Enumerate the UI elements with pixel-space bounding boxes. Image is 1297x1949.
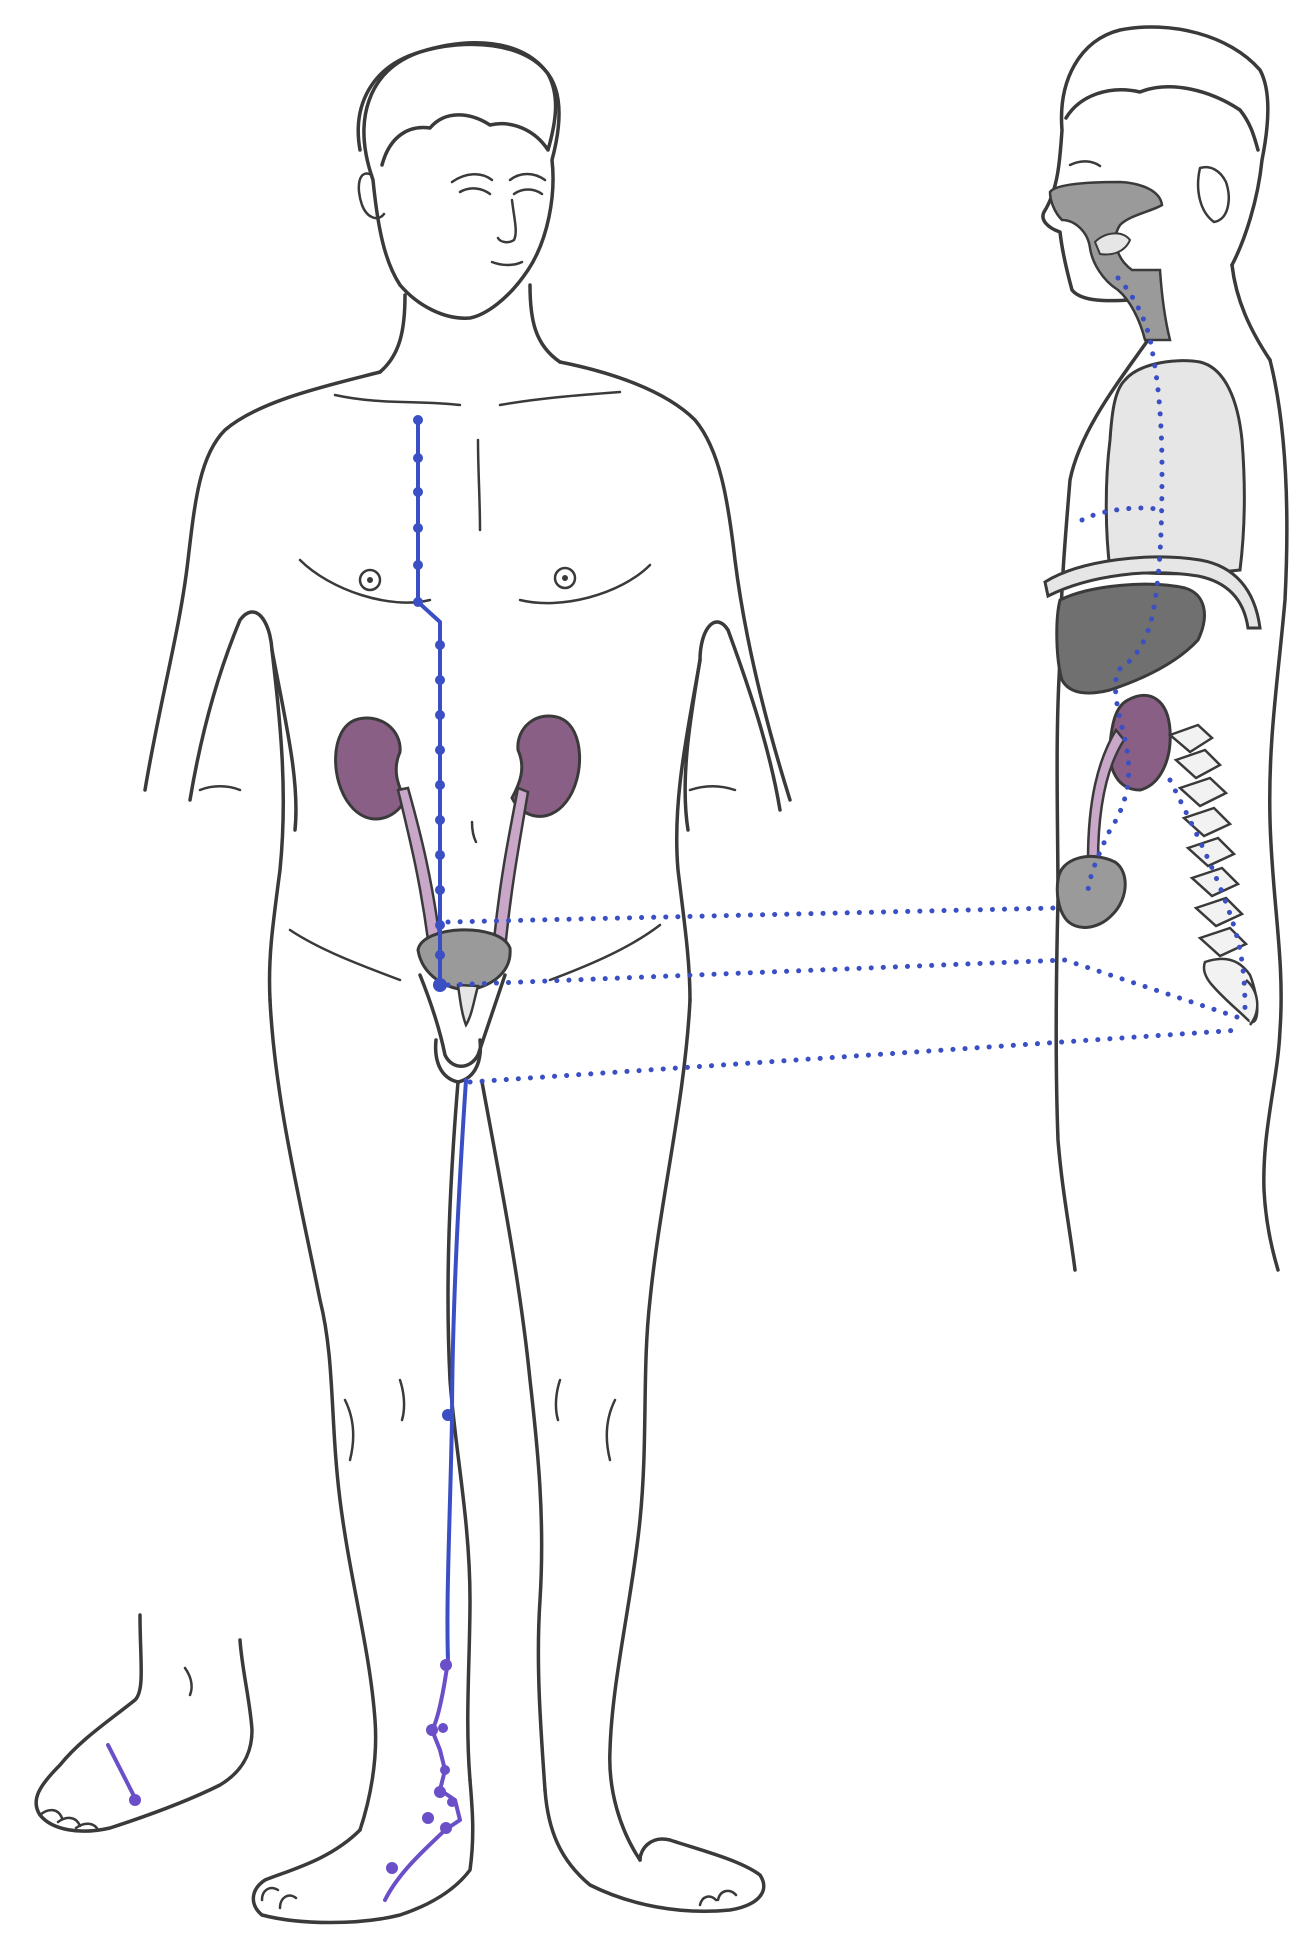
vertebra-5 [1188, 838, 1234, 866]
front-mouth [492, 262, 522, 265]
side-bladder [1057, 856, 1125, 927]
front-arm-right-inner [685, 622, 780, 830]
pharynx-inner [1095, 233, 1130, 254]
front-nose [498, 200, 516, 242]
side-ear [1198, 167, 1229, 222]
front-leg-left [270, 1000, 376, 1830]
side-back-torso [1264, 360, 1287, 1270]
vertebra-3 [1180, 778, 1226, 806]
ureter-left [398, 788, 440, 940]
front-head-outline [364, 43, 559, 318]
liver [1057, 584, 1205, 693]
connector-bladder-top [448, 908, 1055, 922]
front-knees [345, 1380, 615, 1460]
meridian-acupoint-knee [442, 1409, 454, 1421]
front-neck [380, 285, 560, 372]
connector-lines [448, 908, 1240, 1082]
front-pectorals [300, 560, 650, 603]
front-nipples [360, 568, 575, 590]
front-leg-right [610, 1000, 690, 1860]
kidney-left [336, 718, 405, 819]
foot-inset-acupoint [129, 1794, 141, 1806]
front-foot-left [253, 1780, 472, 1923]
vertebra-7 [1196, 898, 1242, 926]
foot-inset-outline [36, 1615, 252, 1831]
front-toes [262, 1888, 736, 1908]
side-neck-back [1232, 265, 1270, 360]
foot-inset-ankle [185, 1668, 192, 1695]
vertebra-2 [1176, 750, 1220, 778]
ureter-right [494, 788, 528, 940]
front-torso-outline [145, 362, 790, 800]
connector-perineum [470, 1030, 1240, 1082]
nasal-cavity [1050, 182, 1170, 340]
front-hair [358, 44, 555, 165]
foot-inset-meridian [108, 1745, 135, 1798]
vertebra-1 [1170, 725, 1212, 752]
side-eye [1070, 161, 1100, 166]
front-sternum-line [478, 440, 480, 530]
urethra [458, 985, 478, 1025]
connector-bladder-base [448, 960, 1240, 1018]
foot-inset [36, 1615, 252, 1831]
front-eyebrows [452, 174, 545, 182]
lung [1106, 361, 1244, 574]
front-abdomen-lines [200, 786, 735, 842]
front-foot-right [545, 1790, 764, 1911]
spine [1170, 725, 1257, 1025]
vertebra-8 [1200, 928, 1246, 956]
front-collarbones [335, 392, 620, 405]
front-eyes [460, 188, 542, 194]
foot-inset-toes [40, 1810, 98, 1830]
vertebra-6 [1192, 868, 1238, 896]
side-hair [1066, 87, 1258, 150]
front-leg-right-inner [482, 1082, 545, 1790]
meridian-acupoints-ankle [386, 1659, 457, 1874]
front-organs [336, 716, 580, 1025]
